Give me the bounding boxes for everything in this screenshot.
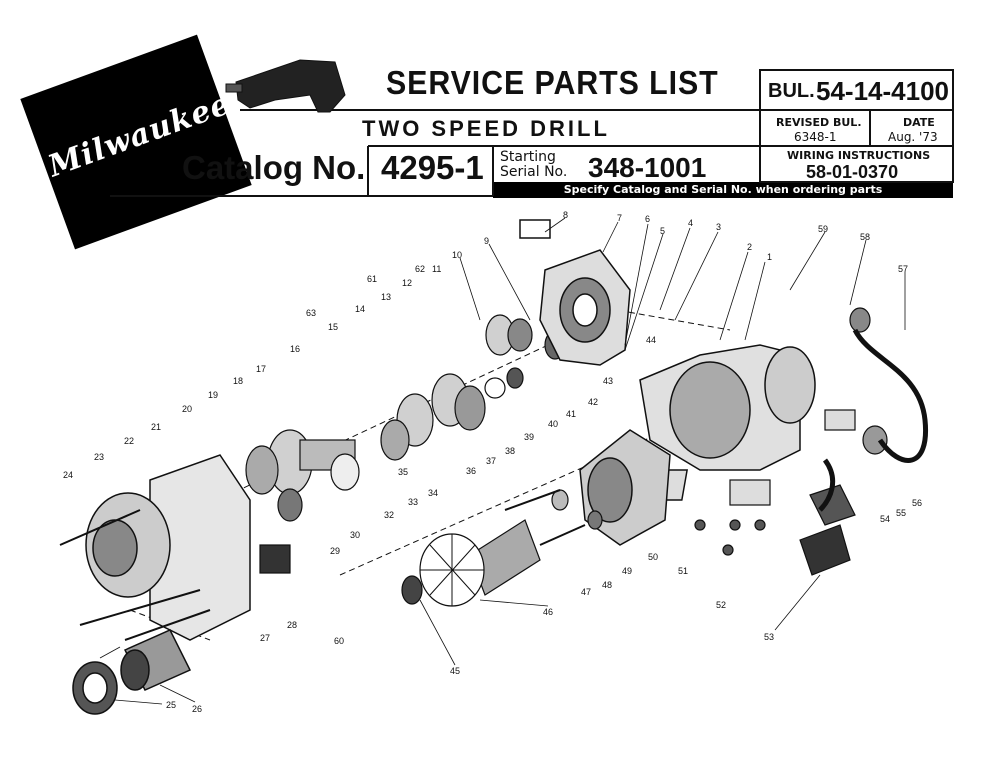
drill-icon — [225, 59, 346, 113]
callout-61: 61 — [367, 274, 378, 284]
callout-6: 6 — [645, 214, 651, 224]
callout-59: 59 — [818, 224, 829, 234]
callout-28: 28 — [287, 620, 298, 630]
callout-25: 25 — [166, 700, 177, 710]
callout-63: 63 — [306, 308, 317, 318]
callout-48: 48 — [602, 580, 613, 590]
callout-34: 34 — [428, 488, 439, 498]
product-name: TWO SPEED DRILL — [362, 116, 610, 141]
callout-41: 41 — [566, 409, 577, 419]
serial-label: Starting Serial No. — [500, 149, 568, 180]
callout-43: 43 — [603, 376, 614, 386]
callout-53: 53 — [764, 632, 775, 642]
callout-22: 22 — [124, 436, 135, 446]
revised-label: REVISED BUL. — [776, 116, 862, 129]
callout-10: 10 — [452, 250, 463, 260]
callout-1: 1 — [767, 252, 773, 262]
date-label: DATE — [903, 116, 935, 129]
callout-35: 35 — [398, 467, 409, 477]
callout-11: 11 — [432, 264, 442, 274]
callout-56: 56 — [912, 498, 923, 508]
callout-8: 8 — [563, 210, 569, 220]
callout-57: 57 — [898, 264, 909, 274]
callout-52: 52 — [716, 600, 727, 610]
callout-5: 5 — [660, 226, 666, 236]
callout-32: 32 — [384, 510, 395, 520]
serial-number: 348-1001 — [588, 152, 707, 183]
small-parts — [259, 307, 888, 576]
callout-12: 12 — [402, 278, 413, 288]
wiring-value: 58-01-0370 — [806, 162, 899, 182]
callout-3: 3 — [716, 222, 722, 232]
catalog-number: 4295-1 — [381, 149, 484, 186]
callout-15: 15 — [328, 322, 339, 332]
gear-case — [85, 454, 251, 641]
callout-36: 36 — [466, 466, 477, 476]
wiring-label: WIRING INSTRUCTIONS — [787, 149, 931, 162]
callout-18: 18 — [233, 376, 244, 386]
callout-9: 9 — [484, 236, 490, 246]
callout-45: 45 — [450, 666, 461, 676]
callout-13: 13 — [381, 292, 392, 302]
callout-60: 60 — [334, 636, 345, 646]
armature — [401, 519, 541, 607]
revised-value: 6348-1 — [794, 130, 837, 144]
callout-2: 2 — [747, 242, 753, 252]
callout-19: 19 — [208, 390, 219, 400]
callout-51: 51 — [678, 566, 689, 576]
callout-46: 46 — [543, 607, 554, 617]
callout-44: 44 — [646, 335, 657, 345]
callout-23: 23 — [94, 452, 105, 462]
callout-21: 21 — [151, 422, 162, 432]
gear-train — [245, 314, 566, 522]
callout-40: 40 — [548, 419, 559, 429]
bulletin-number: 54-14-4100 — [816, 76, 949, 106]
callout-39: 39 — [524, 432, 535, 442]
callout-24: 24 — [63, 470, 74, 480]
callout-17: 17 — [256, 364, 267, 374]
catalog-label: Catalog No. — [182, 149, 366, 186]
callout-27: 27 — [260, 633, 271, 643]
bulletin-label: BUL. — [768, 80, 815, 102]
bearing-plate — [519, 219, 631, 366]
callout-42: 42 — [588, 397, 599, 407]
callout-47: 47 — [581, 587, 592, 597]
callout-4: 4 — [688, 218, 694, 228]
field-assembly — [579, 429, 671, 546]
date-value: Aug. '73 — [888, 130, 938, 144]
callout-16: 16 — [290, 344, 301, 354]
callout-26: 26 — [192, 704, 203, 714]
callout-54: 54 — [880, 514, 891, 524]
power-cord — [818, 328, 929, 512]
callout-55: 55 — [896, 508, 907, 518]
callout-49: 49 — [622, 566, 633, 576]
callout-20: 20 — [182, 404, 193, 414]
chuck-nut — [72, 629, 192, 715]
callout-58: 58 — [860, 232, 871, 242]
callout-30: 30 — [350, 530, 361, 540]
leader-lines — [99, 217, 906, 705]
callout-38: 38 — [505, 446, 516, 456]
screws — [59, 489, 586, 641]
callout-62: 62 — [415, 264, 426, 274]
callout-37: 37 — [486, 456, 497, 466]
page-title: SERVICE PARTS LIST — [386, 64, 719, 101]
callout-14: 14 — [355, 304, 366, 314]
ordering-note: Specify Catalog and Serial No. when orde… — [493, 182, 953, 198]
callout-29: 29 — [330, 546, 341, 556]
callout-50: 50 — [648, 552, 659, 562]
callout-33: 33 — [408, 497, 419, 507]
callout-7: 7 — [617, 213, 623, 223]
